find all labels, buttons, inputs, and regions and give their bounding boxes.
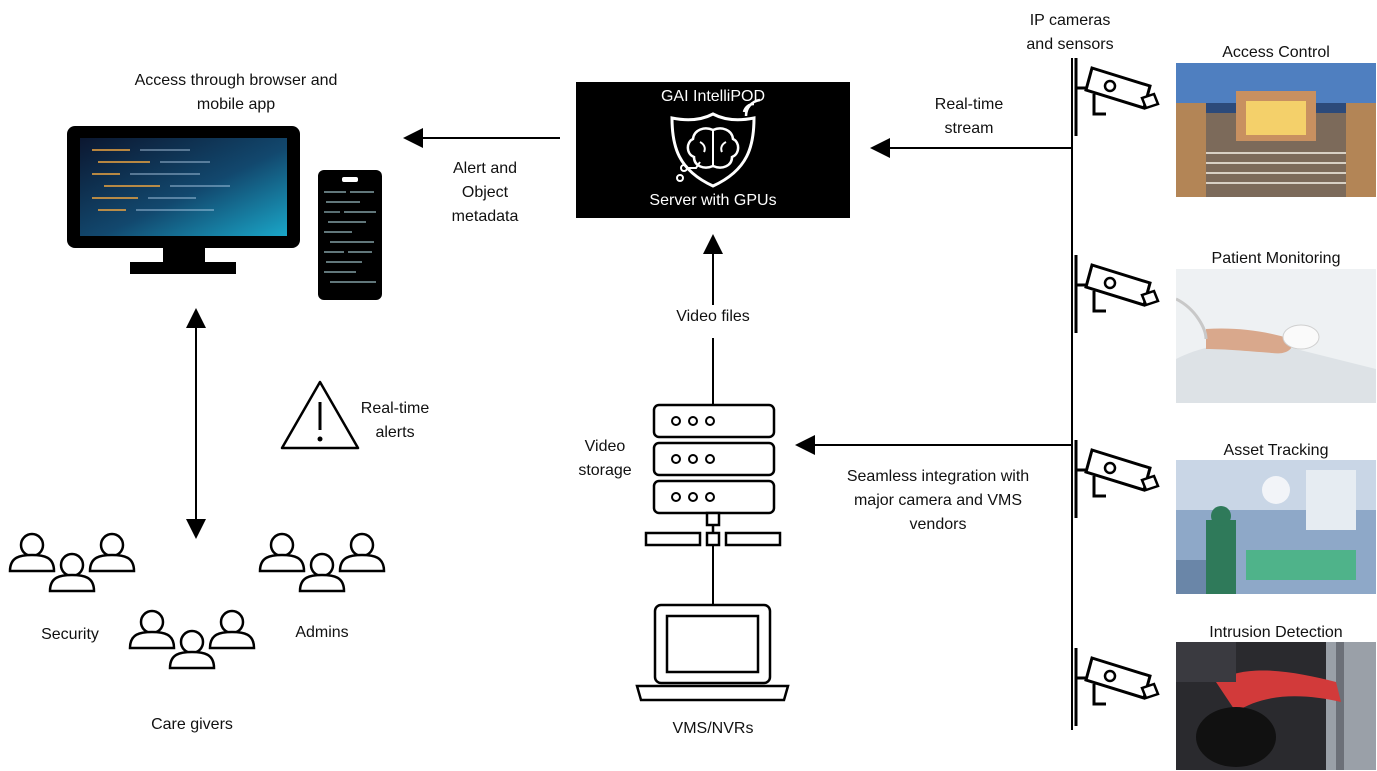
user-group-icon <box>130 611 254 668</box>
realtime-stream-label-1: Real-time <box>934 96 1004 113</box>
user-label-security: Security <box>41 626 99 643</box>
video-storage-label-2: storage <box>578 462 632 479</box>
camera-icon <box>1074 646 1160 728</box>
video-storage-label-1: Video <box>584 438 626 455</box>
use-case-label-asset-tracking: Asset Tracking <box>1223 442 1329 459</box>
seamless-label-1: Seamless integration with <box>846 468 1030 485</box>
user-label-admins: Admins <box>295 624 349 641</box>
brain-shield-icon <box>670 98 761 188</box>
camera-icon <box>1074 438 1160 520</box>
seamless-label-3: vendors <box>909 516 967 533</box>
user-group-icon <box>10 534 134 591</box>
realtime-stream-label-2: stream <box>944 120 994 137</box>
warning-icon <box>280 380 360 450</box>
laptop-icon <box>635 603 790 702</box>
monitor-icon <box>67 126 300 274</box>
camera-icon <box>1074 253 1160 335</box>
intrusion-detection-photo <box>1176 642 1376 770</box>
access-label-line2: mobile app <box>196 96 276 113</box>
realtime-alerts-label-1: Real-time <box>360 400 430 417</box>
intellipod-server-box: GAI IntelliPOD Server with GPUs <box>576 82 850 218</box>
user-group-icon <box>260 534 384 591</box>
access-label-line1: Access through browser and <box>134 72 338 89</box>
patient-monitoring-photo <box>1176 269 1376 403</box>
phone-icon <box>318 170 382 300</box>
server-rack-icon <box>644 403 782 547</box>
vms-label: VMS/NVRs <box>672 720 754 737</box>
server-subtitle: Server with GPUs <box>649 192 777 209</box>
video-files-label: Video files <box>676 308 750 325</box>
asset-tracking-photo <box>1176 460 1376 594</box>
camera-icon <box>1074 56 1160 138</box>
user-label-care-givers: Care givers <box>151 716 233 733</box>
cameras-label-1: IP cameras <box>1029 12 1111 29</box>
server-title: GAI IntelliPOD <box>660 88 766 105</box>
realtime-alerts-label-2: alerts <box>375 424 415 441</box>
alert-metadata-label-3: metadata <box>451 208 519 225</box>
seamless-label-2: major camera and VMS <box>853 492 1023 509</box>
use-case-label-patient-monitoring: Patient Monitoring <box>1211 250 1341 267</box>
alert-metadata-label-2: Object <box>461 184 509 201</box>
alert-metadata-label-1: Alert and <box>452 160 518 177</box>
use-case-label-access-control: Access Control <box>1222 44 1330 61</box>
use-case-label-intrusion-detection: Intrusion Detection <box>1209 624 1343 641</box>
access-control-photo <box>1176 63 1376 197</box>
cameras-label-2: and sensors <box>1026 36 1114 53</box>
